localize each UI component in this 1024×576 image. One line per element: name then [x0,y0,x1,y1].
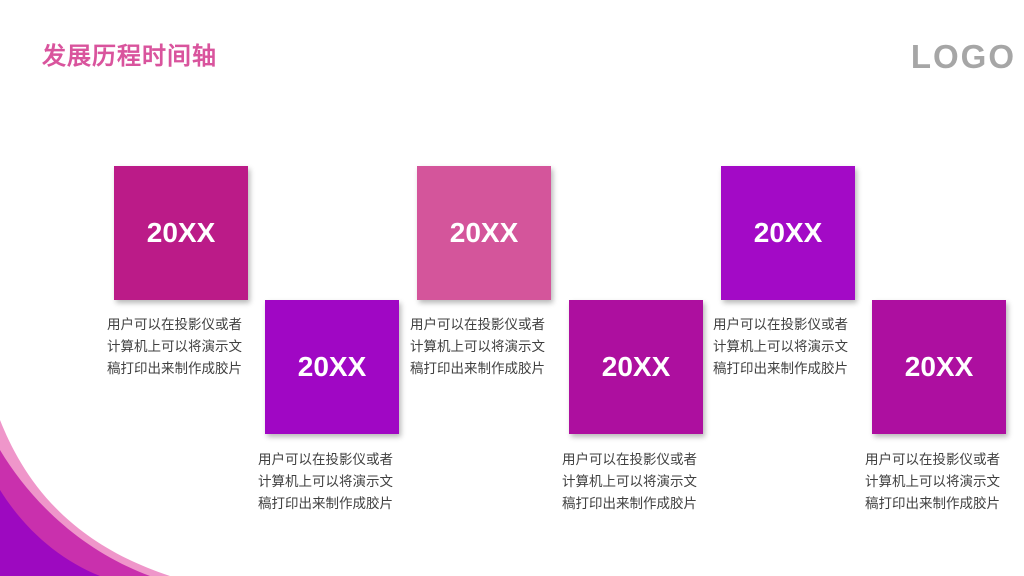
description-6-line-3: 稿打印出来制作成胶片 [865,496,1000,512]
year-label-5: 20XX [753,217,823,248]
description-4: 用户可以在投影仪或者 计算机上可以将演示文 稿打印出来制作成胶片 [562,449,722,515]
year-label-1: 20XX [146,217,216,248]
description-1-line-1: 用户可以在投影仪或者 [107,317,242,333]
description-5-line-2: 计算机上可以将演示文 [713,339,848,355]
description-4-line-3: 稿打印出来制作成胶片 [562,496,697,512]
year-box-1: 20XX [114,166,248,300]
description-2-line-1: 用户可以在投影仪或者 [258,452,393,468]
description-6-line-1: 用户可以在投影仪或者 [865,452,1000,468]
description-2-line-2: 计算机上可以将演示文 [258,474,393,490]
description-5: 用户可以在投影仪或者 计算机上可以将演示文 稿打印出来制作成胶片 [713,314,873,380]
description-2: 用户可以在投影仪或者 计算机上可以将演示文 稿打印出来制作成胶片 [258,449,418,515]
description-3: 用户可以在投影仪或者 计算机上可以将演示文 稿打印出来制作成胶片 [410,314,570,380]
description-2-line-3: 稿打印出来制作成胶片 [258,496,393,512]
description-6-line-2: 计算机上可以将演示文 [865,474,1000,490]
description-4-line-2: 计算机上可以将演示文 [562,474,697,490]
year-box-4: 20XX [569,300,703,434]
description-3-line-1: 用户可以在投影仪或者 [410,317,545,333]
description-5-line-1: 用户可以在投影仪或者 [713,317,848,333]
description-6: 用户可以在投影仪或者 计算机上可以将演示文 稿打印出来制作成胶片 [865,449,1024,515]
year-box-6: 20XX [872,300,1006,434]
description-4-line-1: 用户可以在投影仪或者 [562,452,697,468]
page-title: 发展历程时间轴 [42,42,217,70]
logo: LOGO [910,38,1016,75]
year-label-3: 20XX [449,217,519,248]
year-label-2: 20XX [297,351,367,382]
description-3-line-3: 稿打印出来制作成胶片 [410,361,545,377]
year-box-5: 20XX [721,166,855,300]
description-1-line-2: 计算机上可以将演示文 [107,339,242,355]
description-1-line-3: 稿打印出来制作成胶片 [107,361,242,377]
description-5-line-3: 稿打印出来制作成胶片 [713,361,848,377]
description-3-line-2: 计算机上可以将演示文 [410,339,545,355]
year-label-6: 20XX [904,351,974,382]
year-box-3: 20XX [417,166,551,300]
year-label-4: 20XX [601,351,671,382]
description-1: 用户可以在投影仪或者 计算机上可以将演示文 稿打印出来制作成胶片 [107,314,267,380]
year-box-2: 20XX [265,300,399,434]
